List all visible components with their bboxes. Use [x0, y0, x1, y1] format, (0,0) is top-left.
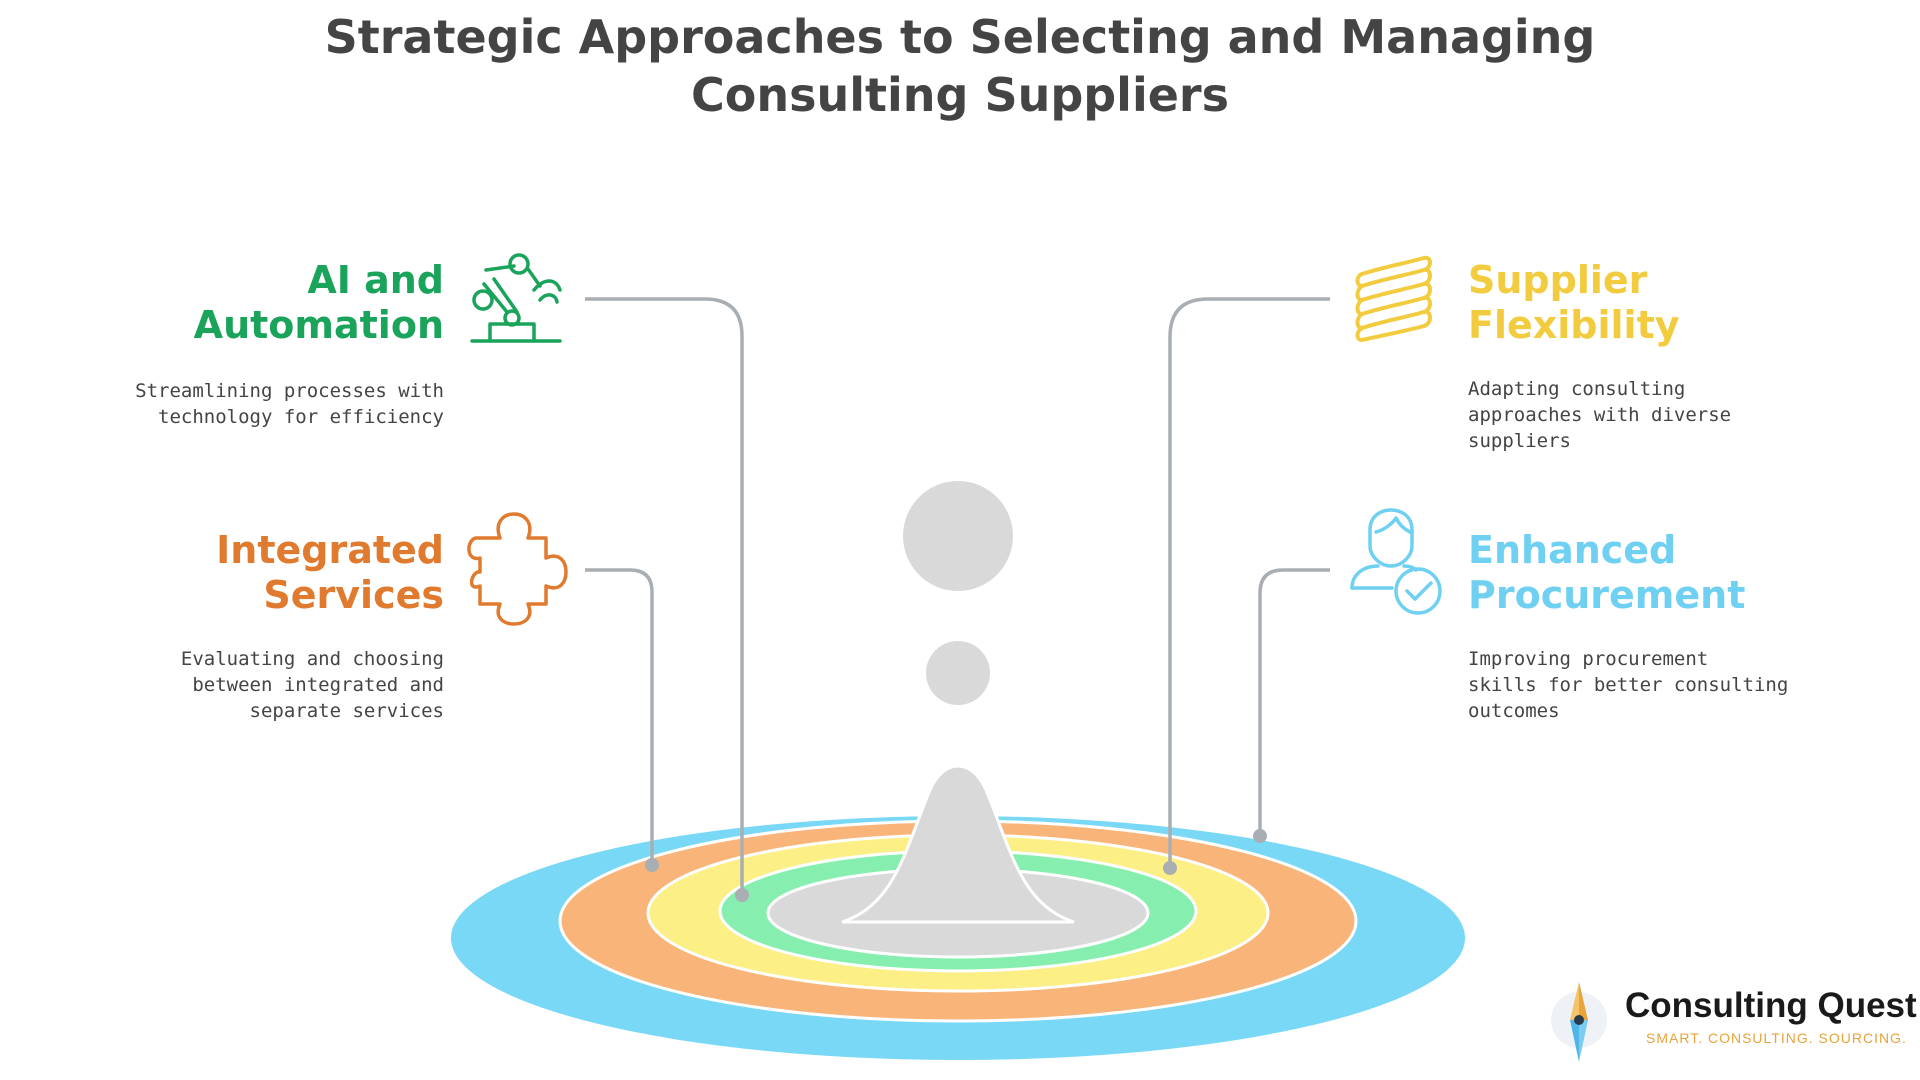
heading-ai-line-1: AI and — [307, 258, 444, 302]
heading-enhanced-procurement: Enhanced Procurement — [1468, 528, 1828, 618]
puzzle-piece-icon — [467, 512, 568, 626]
compass-logo-icon — [1551, 982, 1607, 1062]
desc-supplier-line-1: Adapting consulting — [1468, 378, 1686, 400]
connector-ai — [585, 297, 744, 895]
connector-dot-ai — [735, 888, 749, 902]
brand-tagline: SMART. CONSULTING. SOURCING. — [1646, 1030, 1907, 1046]
connector-dot-integrated — [645, 858, 659, 872]
heading-supplier-flexibility: Supplier Flexibility — [1468, 258, 1808, 348]
description-integrated-services: Evaluating and choosing between integrat… — [80, 646, 444, 724]
user-check-icon — [1350, 508, 1442, 615]
heading-supplier-line-2: Flexibility — [1468, 303, 1680, 347]
robot-arm-icon — [470, 253, 562, 343]
desc-procurement-line-3: outcomes — [1468, 700, 1560, 722]
heading-procurement-line-2: Procurement — [1468, 573, 1746, 617]
heading-integrated-services: Integrated Services — [120, 528, 444, 618]
desc-integrated-line-2: between integrated and — [192, 674, 444, 696]
connector-procurement — [1258, 568, 1330, 836]
heading-integrated-line-1: Integrated — [216, 528, 444, 572]
description-supplier-flexibility: Adapting consulting approaches with dive… — [1468, 376, 1828, 454]
brand-logo: Consulting Quest SMART. CONSULTING. SOUR… — [1545, 982, 1920, 1062]
title-line-1: Strategic Approaches to Selecting and Ma… — [324, 10, 1596, 64]
description-ai-automation: Streamlining processes with technology f… — [80, 378, 444, 430]
desc-procurement-line-2: skills for better consulting — [1468, 674, 1789, 696]
heading-supplier-line-1: Supplier — [1468, 258, 1648, 302]
heading-ai-line-2: Automation — [193, 303, 444, 347]
connector-integrated — [585, 568, 654, 865]
connector-dot-supplier — [1163, 861, 1177, 875]
small-droplet — [926, 641, 990, 705]
title-line-2: Consulting Suppliers — [691, 68, 1229, 122]
heading-integrated-line-2: Services — [263, 573, 444, 617]
spring-coil-icon — [1355, 255, 1432, 342]
desc-integrated-line-3: separate services — [249, 700, 444, 722]
desc-supplier-line-3: suppliers — [1468, 430, 1571, 452]
connector-supplier — [1168, 297, 1330, 868]
heading-procurement-line-1: Enhanced — [1468, 528, 1677, 572]
heading-ai-automation: AI and Automation — [120, 258, 444, 348]
brand-name: Consulting Quest — [1625, 986, 1917, 1025]
splash-peak — [841, 764, 1075, 924]
desc-ai-line-2: technology for efficiency — [158, 406, 444, 428]
desc-procurement-line-1: Improving procurement — [1468, 648, 1709, 670]
desc-supplier-line-2: approaches with diverse — [1468, 404, 1732, 426]
desc-ai-line-1: Streamlining processes with — [135, 380, 444, 402]
diagram-title: Strategic Approaches to Selecting and Ma… — [260, 8, 1660, 124]
large-droplet — [903, 481, 1013, 591]
connector-dot-procurement — [1253, 829, 1267, 843]
desc-integrated-line-1: Evaluating and choosing — [180, 648, 444, 670]
description-enhanced-procurement: Improving procurement skills for better … — [1468, 646, 1848, 724]
